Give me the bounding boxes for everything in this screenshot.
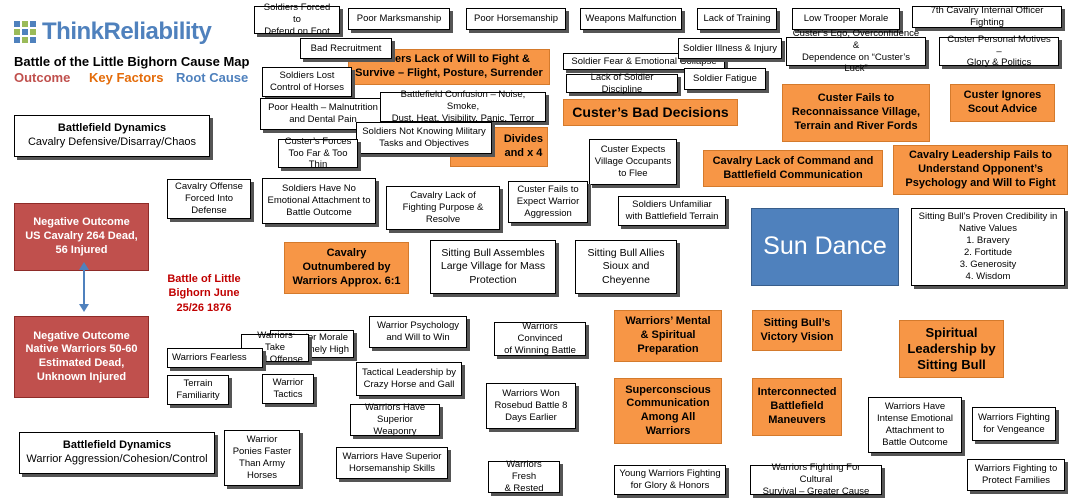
battle-date-label: Battle of Little Bighorn June 25/26 1876 xyxy=(167,273,241,314)
cause-tactical-leadership: Tactical Leadership by Crazy Horse and G… xyxy=(356,362,462,396)
key-factor-lack-command: Cavalry Lack of Command and Battlefield … xyxy=(703,150,883,187)
dynamics-title: Battlefield Dynamics xyxy=(57,122,167,135)
battlefield-dynamics-warrior: Battlefield Dynamics Warrior Aggression/… xyxy=(19,432,215,474)
cause-low-trooper-morale: Low Trooper Morale xyxy=(792,8,900,30)
cause-proven-credibility: Sitting Bull’s Proven Credibility in Nat… xyxy=(911,208,1065,286)
outcome-connector-arrow-icon xyxy=(79,262,89,312)
dynamics-subtitle: Warrior Aggression/Cohesion/Control xyxy=(26,453,208,465)
key-factor-custers-bad-decisions: Custer’s Bad Decisions xyxy=(563,99,738,126)
key-factor-mental-preparation: Warriors’ Mental & Spiritual Preparation xyxy=(614,310,722,362)
key-factor-leadership-fails: Cavalry Leadership Fails to Understand O… xyxy=(893,145,1068,195)
outcome-native-warriors: Negative Outcome Native Warriors 50-60 E… xyxy=(14,316,149,398)
cause-internal-officer-fighting: 7th Cavalry Internal Officer Fighting xyxy=(912,5,1062,28)
cause-poor-health: Poor Health – Malnutrition and Dental Pa… xyxy=(260,98,386,130)
root-cause-sun-dance: Sun Dance xyxy=(751,208,899,286)
key-factor-superconscious-communication: Superconscious Communication Among All W… xyxy=(614,378,722,444)
cause-custer-personal-motives: Custer Personal Motives – Glory & Politi… xyxy=(939,34,1059,68)
cause-forces-too-far: Custer’s Forces Too Far & Too Thin xyxy=(278,136,358,170)
cause-intense-emotional-attachment: Warriors Have Intense Emotional Attachme… xyxy=(868,397,962,453)
cause-fresh-rested: Warriors Fresh & Rested xyxy=(488,459,560,494)
key-factor-outnumbered: Cavalry Outnumbered by Warriors Approx. … xyxy=(284,242,409,294)
legend-key-factors: Key Factors xyxy=(89,70,164,85)
cause-protect-families: Warriors Fighting to Protect Families xyxy=(967,459,1065,491)
cause-bad-recruitment: Bad Recruitment xyxy=(300,38,392,59)
battlefield-dynamics-cavalry: Battlefield Dynamics Cavalry Defensive/D… xyxy=(14,115,210,157)
cause-not-knowing-tasks: Soldiers Not Knowing Military Tasks and … xyxy=(356,122,492,154)
cause-no-emotional-attachment: Soldiers Have No Emotional Attachment to… xyxy=(262,178,376,224)
key-factor-spiritual-leadership: Spiritual Leadership by Sitting Bull xyxy=(899,320,1004,378)
cause-lack-fighting-purpose: Cavalry Lack of Fighting Purpose & Resol… xyxy=(386,186,500,230)
legend-root-cause: Root Cause xyxy=(176,70,249,85)
dynamics-subtitle: Cavalry Defensive/Disarray/Chaos xyxy=(27,136,197,148)
cause-battlefield-confusion: Battlefield Confusion – Noise, Smoke, Du… xyxy=(380,89,546,124)
key-factor-fails-reconnaissance: Custer Fails to Reconnaissance Village, … xyxy=(782,84,930,142)
legend-outcome: Outcome xyxy=(14,70,71,85)
cause-illness-injury: Soldier Illness & Injury xyxy=(678,38,782,59)
cause-custers-ego: Custer’s Ego, Overconfidence & Dependenc… xyxy=(786,28,926,74)
cause-warrior-tactics: Warrior Tactics xyxy=(262,374,314,404)
cause-weapons-malfunction: Weapons Malfunction xyxy=(580,8,682,30)
cause-convinced-winning: Warriors Convinced of Winning Battle xyxy=(494,321,586,356)
cause-lack-of-discipline: Lack of Soldier Discipline xyxy=(566,72,678,95)
logo-grid-icon xyxy=(14,21,36,43)
cause-warriors-fearless: Warriors Fearless xyxy=(167,348,263,368)
cause-lost-control-of-horses: Soldiers Lost Control of Horses xyxy=(262,67,352,97)
cause-rosebud-battle: Warriors Won Rosebud Battle 8 Days Earli… xyxy=(486,383,576,429)
logo: ThinkReliability xyxy=(14,18,212,46)
cause-expects-flee: Custer Expects Village Occupants to Flee xyxy=(589,139,677,185)
cause-young-warriors-glory: Young Warriors Fighting for Glory & Hono… xyxy=(614,465,726,495)
cause-unfamiliar-terrain: Soldiers Unfamiliar with Battlefield Ter… xyxy=(618,196,726,226)
cause-fails-expect-aggression: Custer Fails to Expect Warrior Aggressio… xyxy=(508,181,588,223)
page-title: Battle of the Little Bighorn Cause Map xyxy=(14,54,250,69)
key-factor-interconnected-maneuvers: Interconnected Battlefield Maneuvers xyxy=(752,378,842,436)
cause-warrior-psychology: Warrior Psychology and Will to Win xyxy=(369,316,467,348)
cause-forced-on-foot: Soldiers Forced to Defend on Foot xyxy=(254,2,340,37)
cause-poor-horsemanship: Poor Horsemanship xyxy=(466,8,566,30)
logo-text: ThinkReliability xyxy=(42,18,212,45)
outcome-us-cavalry: Negative Outcome US Cavalry 264 Dead, 56… xyxy=(14,203,149,271)
cause-assembles-village: Sitting Bull Assembles Large Village for… xyxy=(430,240,556,294)
cause-soldier-fatigue: Soldier Fatigue xyxy=(684,68,766,90)
cause-superior-weaponry: Warriors Have Superior Weaponry xyxy=(350,402,440,437)
key-factor-victory-vision: Sitting Bull’s Victory Vision xyxy=(752,310,842,351)
cause-lack-of-training: Lack of Training xyxy=(697,8,777,30)
cause-ponies-faster: Warrior Ponies Faster Than Army Horses xyxy=(224,430,300,486)
key-factor-ignores-scout: Custer Ignores Scout Advice xyxy=(950,84,1055,122)
dynamics-title: Battlefield Dynamics xyxy=(62,439,172,452)
cause-superior-horsemanship: Warriors Have Superior Horsemanship Skil… xyxy=(336,447,448,479)
cause-allies-sioux-cheyenne: Sitting Bull Allies Sioux and Cheyenne xyxy=(575,240,677,294)
cause-fighting-vengeance: Warriors Fighting for Vengeance xyxy=(972,407,1056,441)
cause-terrain-familiarity: Terrain Familiarity xyxy=(167,375,229,405)
cause-offense-forced-defense: Cavalry Offense Forced Into Defense xyxy=(167,179,251,219)
cause-poor-marksmanship: Poor Marksmanship xyxy=(348,8,450,30)
cause-cultural-survival: Warriors Fighting For Cultural Survival … xyxy=(750,462,882,497)
